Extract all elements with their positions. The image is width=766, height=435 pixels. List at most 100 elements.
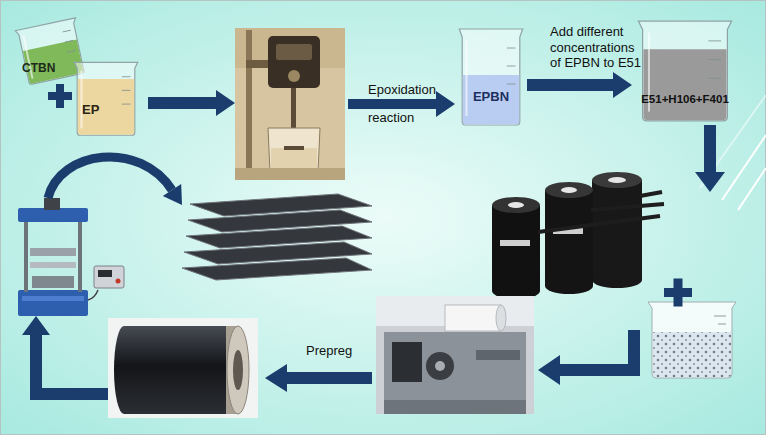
resin-beaker (648, 302, 736, 378)
corner-lines (738, 168, 766, 210)
hot-press (98, 270, 112, 277)
corner-lines (722, 135, 766, 200)
prepreg-roll-photo (227, 326, 249, 414)
graduation-mark (122, 104, 131, 105)
carbon-fiber-spools (508, 202, 524, 208)
carbon-fiber-spools (591, 204, 664, 210)
flow-arrows (163, 184, 182, 205)
beaker-label: CTBN (22, 62, 55, 74)
carbon-fiber-spools (492, 172, 664, 299)
stirrer-photo (271, 148, 317, 171)
stirrer-photo (268, 36, 320, 88)
carbon-fiber-spools (545, 278, 593, 294)
prepreg-machine-photo (376, 296, 534, 414)
flow-arrows (148, 90, 235, 116)
glass-highlight (466, 40, 468, 116)
graduation-mark (67, 51, 75, 53)
beaker-glass (638, 21, 731, 121)
beaker-node: EP (70, 60, 142, 136)
flow-arrows (265, 364, 372, 392)
beaker-label: E51+H106+F401 (632, 94, 738, 106)
graduation-mark (65, 40, 73, 42)
hot-press (116, 279, 121, 284)
beaker-outline (455, 26, 527, 126)
flow-arrows (22, 90, 725, 400)
beaker-outline (70, 60, 142, 136)
carbon-fiber-spools (592, 172, 642, 188)
carbon-fiber-spools (500, 240, 530, 246)
plus-sign (674, 279, 683, 307)
graduation-mark (708, 78, 721, 79)
hot-press (44, 198, 60, 210)
prepreg-roll-photo (108, 318, 258, 418)
prepreg-machine-photo (426, 352, 454, 380)
prepreg-machine-photo (476, 350, 520, 360)
graduation-mark (708, 40, 721, 41)
beaker-liquid (78, 79, 134, 135)
beaker-glass (459, 29, 522, 125)
resin-beaker (714, 316, 726, 317)
carbon-fiber-spools (640, 192, 662, 196)
process-arrow (527, 72, 632, 98)
beaker-outline (632, 18, 738, 122)
beaker-glass (15, 18, 87, 85)
carbon-fiber-spools (608, 177, 626, 183)
beaker-label: EP (82, 103, 99, 116)
stirrer-photo (235, 28, 345, 180)
hot-press (30, 248, 76, 256)
arrow-label: Prepreg (306, 343, 376, 359)
flow-arrows (22, 316, 108, 400)
graduation-mark (507, 84, 516, 85)
stirrer-photo (246, 30, 252, 170)
prepreg-roll-photo (114, 326, 236, 414)
prepreg-machine-photo (384, 400, 526, 414)
carbon-fiber-spools (492, 205, 540, 291)
graduation-mark (63, 30, 71, 32)
flow-arrows (538, 330, 640, 385)
laminate-sheets (182, 194, 372, 280)
graduation-mark (122, 76, 131, 77)
resin-beaker (653, 332, 731, 377)
stirrer-photo (235, 28, 345, 180)
prepreg-machine-photo (384, 332, 526, 402)
resin-beaker (653, 332, 731, 377)
glass-highlight (81, 71, 83, 129)
graduation-mark (708, 59, 721, 60)
stirrer-photo (268, 128, 320, 172)
beaker-node: EPBN (455, 26, 527, 126)
beaker-glass (74, 62, 137, 135)
hot-press (94, 266, 124, 288)
arrow-label: Epoxidation reaction (368, 76, 450, 132)
hot-press (32, 276, 74, 288)
hot-press (22, 296, 84, 301)
stirrer-photo (288, 70, 300, 82)
prepreg-roll-photo (108, 318, 258, 418)
hot-press (18, 198, 124, 316)
resin-beaker (718, 324, 726, 325)
prepreg-machine-photo (496, 305, 506, 331)
prepreg-machine-photo (435, 361, 445, 371)
flow-arrows (48, 157, 172, 198)
resin-beaker (648, 302, 736, 378)
prepreg-machine-photo (392, 342, 422, 382)
beaker-liquid (643, 49, 726, 120)
stirrer-photo (276, 44, 312, 60)
carbon-fiber-spools (538, 216, 660, 232)
hot-press (18, 208, 88, 222)
hot-press (88, 290, 98, 300)
carbon-fiber-spools (561, 187, 577, 193)
hot-press (24, 214, 28, 292)
laminate-sheets (190, 194, 372, 216)
hot-press (30, 262, 76, 268)
stirrer-photo (235, 168, 345, 180)
graduation-mark (122, 90, 131, 91)
flow-arrows (695, 125, 725, 192)
plus-sign (56, 84, 64, 108)
prepreg-machine-photo (445, 305, 501, 331)
hot-press (18, 290, 88, 316)
stirrer-photo (284, 146, 304, 150)
